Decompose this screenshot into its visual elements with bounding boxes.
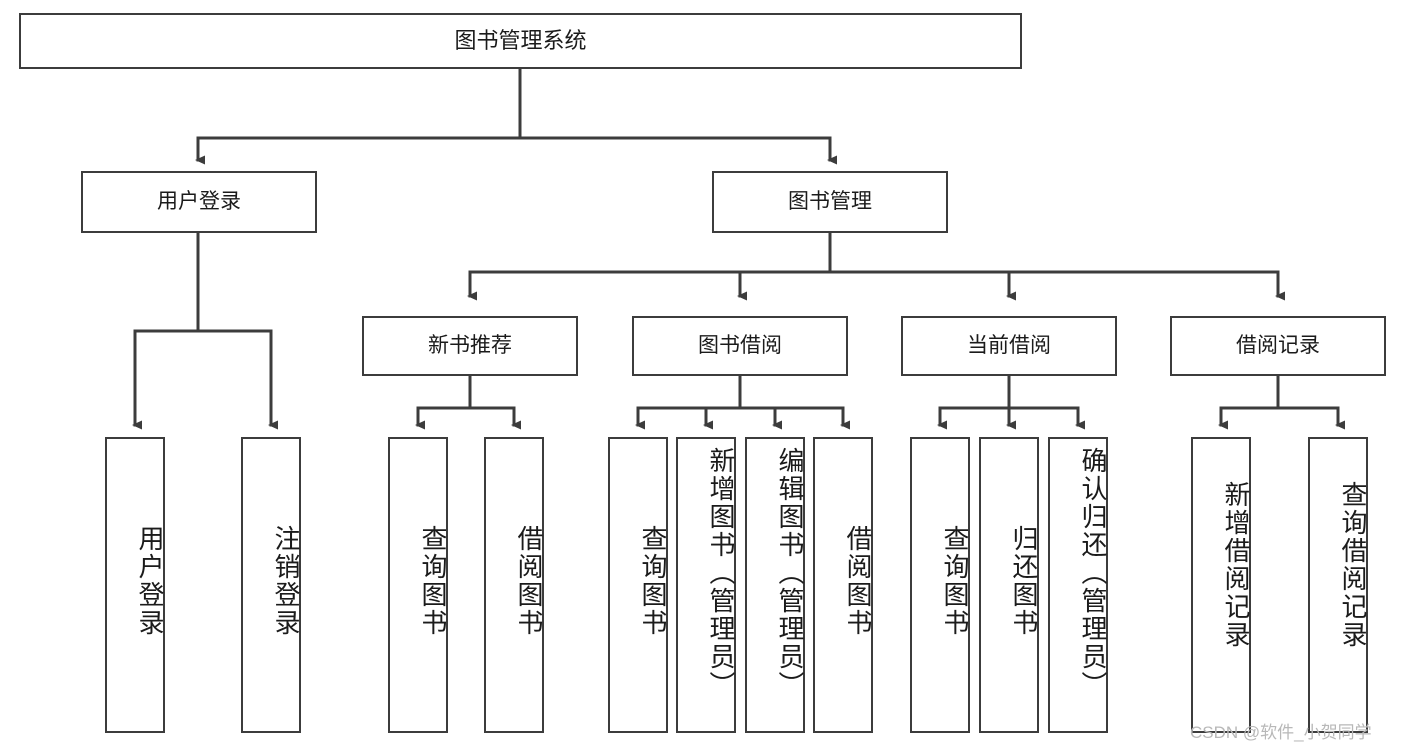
node-book-manage[interactable]: 图书管理	[712, 171, 948, 233]
node-user-login-label: 用户登录	[157, 189, 241, 213]
node-root-system-label: 图书管理系统	[454, 28, 587, 54]
leaf-return-book-label: 归还图书	[1009, 525, 1039, 637]
node-book-borrow-label: 图书借阅	[698, 333, 782, 357]
leaf-logout-login[interactable]: 注销登录	[241, 437, 301, 733]
node-book-manage-label: 图书管理	[788, 189, 872, 213]
leaf-user-login[interactable]: 用户登录	[105, 437, 165, 733]
leaf-edit-book-label: 编辑图书（管理员）	[775, 447, 805, 699]
node-new-book-recommend[interactable]: 新书推荐	[362, 316, 578, 376]
leaf-confirm-return-label: 确认归还（管理员）	[1078, 447, 1108, 699]
leaf-add-book[interactable]: 新增图书（管理员）	[676, 437, 736, 733]
leaf-edit-book[interactable]: 编辑图书（管理员）	[745, 437, 805, 733]
leaf-logout-login-label: 注销登录	[271, 525, 301, 637]
csdn-watermark: CSDN @软件_小贺同学	[1190, 723, 1372, 742]
leaf-query-book-2[interactable]: 查询图书	[608, 437, 668, 733]
node-new-book-recommend-label: 新书推荐	[428, 333, 512, 357]
leaf-borrow-book-1[interactable]: 借阅图书	[484, 437, 544, 733]
leaf-confirm-return[interactable]: 确认归还（管理员）	[1048, 437, 1108, 733]
leaf-borrow-book-2-label: 借阅图书	[843, 525, 873, 637]
leaf-query-book-3[interactable]: 查询图书	[910, 437, 970, 733]
leaf-user-login-label: 用户登录	[135, 525, 165, 637]
node-current-borrow[interactable]: 当前借阅	[901, 316, 1117, 376]
leaf-add-record[interactable]: 新增借阅记录	[1191, 437, 1251, 733]
node-current-borrow-label: 当前借阅	[967, 333, 1051, 357]
leaf-query-book-1[interactable]: 查询图书	[388, 437, 448, 733]
node-user-login[interactable]: 用户登录	[81, 171, 317, 233]
leaf-query-book-1-label: 查询图书	[418, 525, 448, 637]
leaf-add-book-label: 新增图书（管理员）	[706, 447, 736, 699]
leaf-borrow-book-2[interactable]: 借阅图书	[813, 437, 873, 733]
leaf-query-record[interactable]: 查询借阅记录	[1308, 437, 1368, 733]
leaf-query-book-3-label: 查询图书	[940, 525, 970, 637]
leaf-borrow-book-1-label: 借阅图书	[514, 525, 544, 637]
node-book-borrow[interactable]: 图书借阅	[632, 316, 848, 376]
node-borrow-record[interactable]: 借阅记录	[1170, 316, 1386, 376]
leaf-query-record-label: 查询借阅记录	[1338, 481, 1368, 649]
node-root-system[interactable]: 图书管理系统	[19, 13, 1022, 69]
leaf-add-record-label: 新增借阅记录	[1221, 481, 1251, 649]
leaf-query-book-2-label: 查询图书	[638, 525, 668, 637]
leaf-return-book[interactable]: 归还图书	[979, 437, 1039, 733]
node-borrow-record-label: 借阅记录	[1236, 333, 1320, 357]
